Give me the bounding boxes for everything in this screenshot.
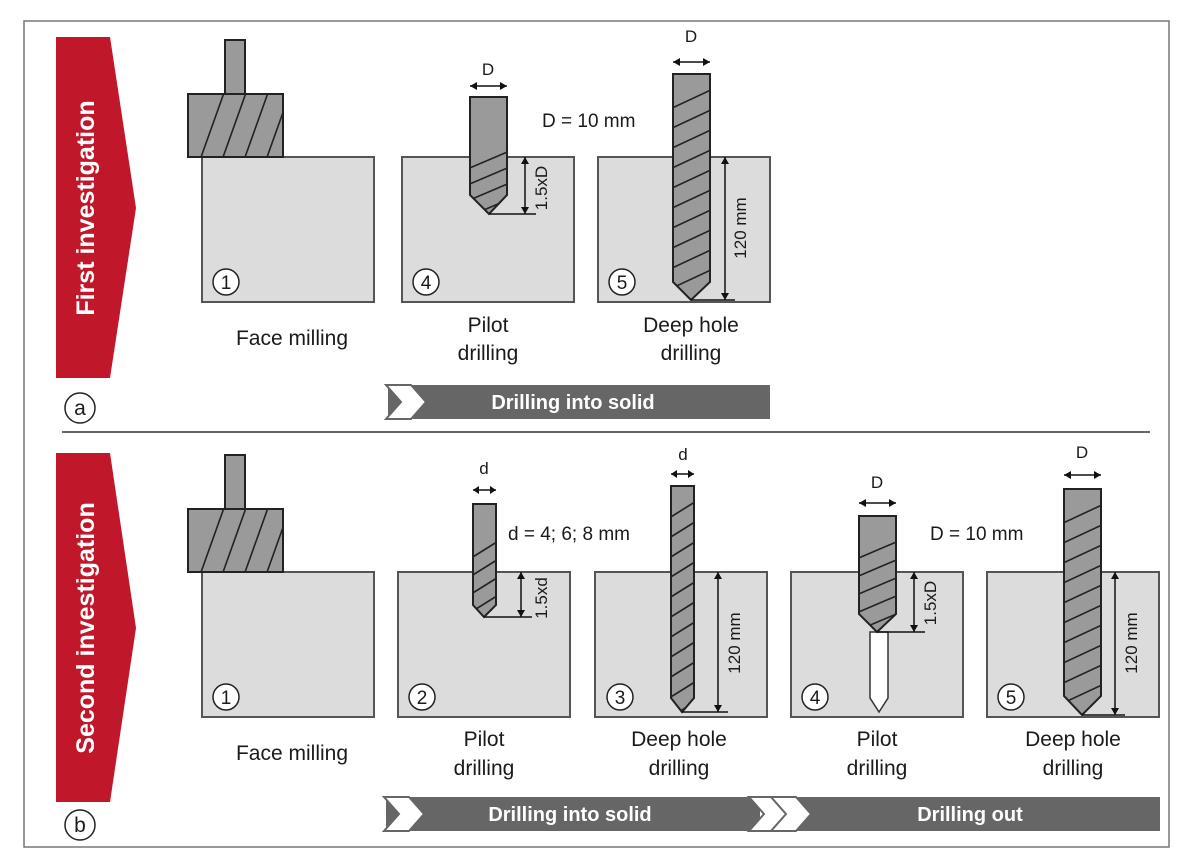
mill-flutes [200,509,283,572]
step-number: 4 [421,273,432,294]
step-caption-line-2: drilling [454,757,515,780]
a-step-deep-hole-drilling: D 120 mm 5 Deep hole drilling [597,27,771,365]
small-pilot-drill [472,503,497,619]
step-caption-line-1: Pilot [468,314,509,337]
step-number-circle [608,268,636,296]
depth-dimension-label: 120 mm [731,197,750,258]
step-caption-line-1: Pilot [857,728,898,751]
pilot-drill [469,96,508,216]
b-step-pilot-drilling-small: d 1.5xd 2 Pilot drilling [397,459,571,780]
band-label: Drilling into solid [488,804,651,826]
step-caption-line-2: drilling [458,342,519,365]
a-step-face-milling: 1 Face milling [187,39,375,350]
panel-a-letter: a [74,397,86,420]
step-number-circle [212,683,240,711]
panel-b-letter: b [74,814,86,837]
a-step-pilot-drilling: D 1.5xD 4 Pilot drilling [401,60,575,365]
chevron-icon [768,796,813,832]
depth-dimension-label: 120 mm [725,612,744,673]
step-number: 5 [617,273,628,294]
panel-b-marker [64,809,96,841]
band-label: Drilling into solid [491,392,654,414]
step-caption-line-1: Deep hole [631,728,727,751]
mill-shank [224,454,246,510]
band-drilling-out: Drilling out [746,796,1160,832]
large-diameter-equation: D = 10 mm [930,524,1023,545]
step-caption-line-1: Pilot [464,728,505,751]
step-caption: Face milling [236,742,348,765]
diameter-equation: D = 10 mm [542,111,635,132]
second-investigation-banner [56,453,136,802]
band-drilling-into-solid: Drilling into solid [383,384,770,420]
depth-dimension-label: 1.5xD [921,581,940,625]
chevron-icon [383,384,428,420]
outer-frame [23,20,1170,848]
step-number: 2 [417,688,428,709]
small-deep-hole-drill [670,485,695,714]
step-caption-line-2: drilling [1043,757,1104,780]
face-mill-cutter [187,93,284,158]
step-number-circle [212,268,240,296]
step-number-circle [997,683,1025,711]
depth-dimension-label: 120 mm [1122,612,1141,673]
width-dimension-label: D [1076,443,1088,462]
deep-hole-drill [1063,488,1102,717]
mill-flutes [200,94,283,157]
step-caption-line-2: drilling [661,342,722,365]
width-dimension-label: D [482,60,494,79]
step-caption-line-1: Deep hole [1025,728,1121,751]
b-step-deep-hole-drilling-out: D 120 mm 5 Deep hole drilling [986,443,1160,780]
small-diameter-equation: d = 4; 6; 8 mm [508,524,630,545]
drill-flutes [473,539,496,615]
step-number-circle [801,683,829,711]
width-dimension-label: D [871,473,883,492]
first-investigation-banner [56,37,136,378]
band-drilling-into-solid-2: Drilling into solid [381,796,760,832]
b-step-pilot-drilling-out: D 1.5xD 4 Pilot drilling [790,473,964,780]
section-first-investigation: First investigation a 1 Face milling [56,27,771,424]
step-number-circle [412,268,440,296]
second-investigation-title: Second investigation [72,502,100,753]
b-step-face-milling: 1 Face milling [187,454,375,765]
step-number-circle [606,683,634,711]
deep-hole-drill [672,73,711,302]
drill-flutes [1064,502,1101,715]
width-dimension-label: d [479,459,488,478]
step-number: 1 [221,273,232,294]
step-caption-line-2: drilling [649,757,710,780]
depth-dimension-label: 1.5xd [532,577,551,619]
step-number: 5 [1006,688,1017,709]
panel-a-marker [64,392,96,424]
mill-shank [224,39,246,95]
chevron-icon [381,796,426,832]
pilot-drill [858,515,897,634]
step-number: 1 [221,688,232,709]
step-number: 3 [615,688,626,709]
depth-dimension-label: 1.5xD [532,166,551,210]
step-caption: Face milling [236,327,348,350]
step-number: 4 [810,688,821,709]
face-mill-cutter [187,508,284,573]
width-dimension-label: D [685,27,697,46]
b-step-deep-hole-drilling-small: d 120 mm 3 Deep hole drilling [594,445,768,780]
band-label: Drilling out [917,804,1023,826]
step-caption-line-1: Deep hole [643,314,739,337]
section-second-investigation: Second investigation b 1 Face milling [56,443,1160,841]
width-dimension-label: d [678,445,687,464]
step-caption-line-2: drilling [847,757,908,780]
first-investigation-title: First investigation [72,100,100,315]
pre-drilled-hole [869,631,889,714]
step-number-circle [408,683,436,711]
